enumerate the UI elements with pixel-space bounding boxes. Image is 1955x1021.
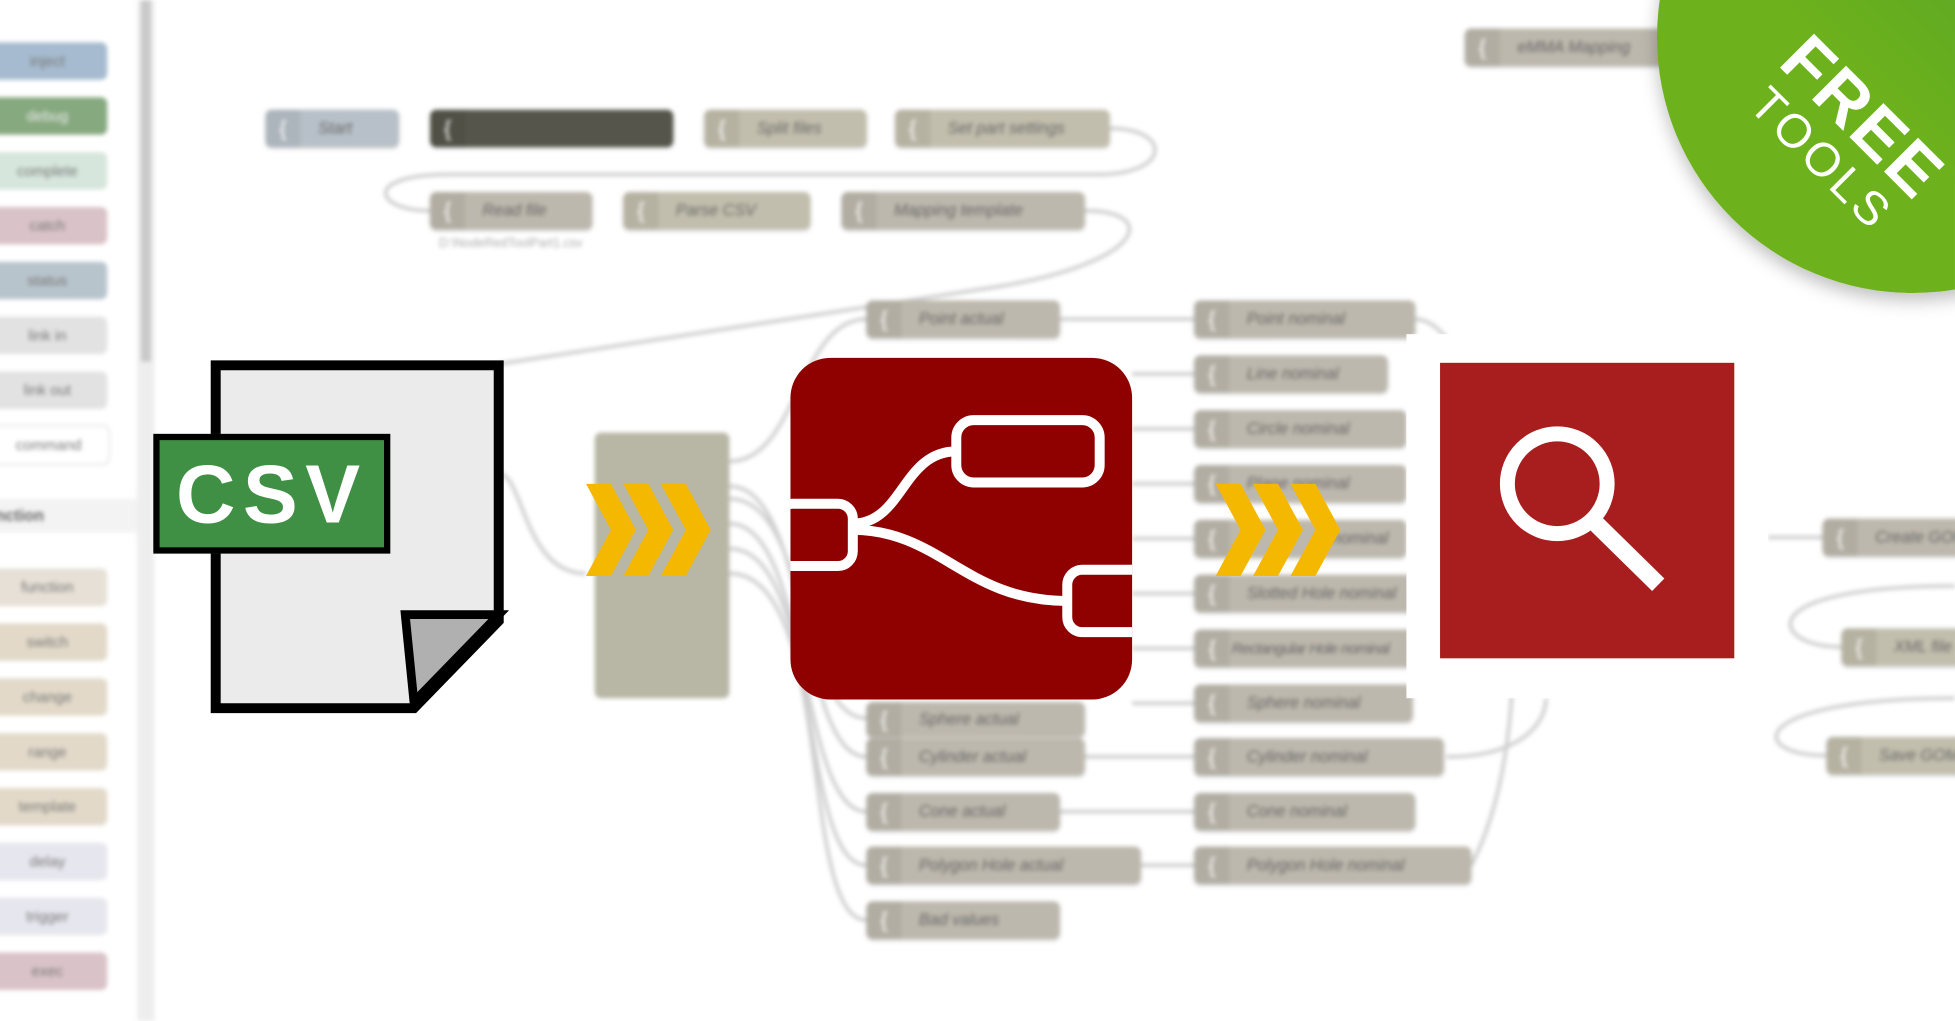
flow-node-split-files[interactable]: Split files [704, 109, 867, 148]
inspect-tool-icon [1406, 334, 1768, 699]
flow-node-actual[interactable]: Point actual [866, 300, 1060, 338]
arrow-chevrons-icon [585, 483, 711, 577]
palette-section-header[interactable]: function [0, 498, 138, 533]
node-red-logo [773, 357, 1160, 700]
palette-node[interactable]: trigger [0, 897, 108, 936]
flow-node-nominal[interactable]: Slotted Hole nominal [1194, 574, 1432, 613]
flow-node-nominal[interactable]: Cone nominal [1194, 792, 1416, 831]
palette-node[interactable]: delay [0, 842, 108, 881]
palette-node[interactable]: range [0, 733, 108, 771]
flow-node-nominal[interactable]: Rectangular Hole nominal [1194, 629, 1457, 668]
csv-label: CSV [153, 433, 391, 554]
flow-node-nominal[interactable]: Point nominal [1194, 300, 1416, 338]
arrow-chevrons-icon [1215, 483, 1341, 577]
palette-node[interactable]: catch [0, 206, 108, 245]
switch-node[interactable] [594, 432, 730, 699]
palette-node[interactable]: change [0, 678, 108, 716]
flow-node-bad-values[interactable]: Bad values [866, 901, 1060, 939]
flow-node-save[interactable]: Save GOM [1826, 736, 1955, 775]
flow-node-actual[interactable]: Polygon Hole actual [866, 846, 1141, 884]
csv-file-icon: CSV [150, 359, 512, 727]
flow-node-xml-file[interactable]: XML file [1841, 628, 1955, 666]
flow-node-mapping-template[interactable]: Mapping template [841, 192, 1085, 230]
palette-node[interactable]: exec [0, 952, 108, 990]
palette-node[interactable]: debug [0, 97, 108, 135]
flow-node-nominal[interactable]: Sphere nominal [1194, 684, 1413, 722]
flow-node-set-part-settings[interactable]: Set part settings [895, 109, 1110, 148]
palette-node[interactable]: function [0, 568, 108, 606]
flow-node-emma-mapping[interactable]: eMMA Mapping [1464, 28, 1665, 67]
palette-node[interactable]: switch [0, 623, 108, 661]
flow-node-nominal[interactable]: Circle nominal [1194, 410, 1407, 448]
flow-node-nominal[interactable]: Line nominal [1194, 355, 1388, 393]
flow-node-start[interactable]: Start [265, 109, 399, 148]
flow-node-actual[interactable]: Cone actual [866, 792, 1060, 831]
flow-node-nominal[interactable]: Polygon Hole nominal [1194, 846, 1472, 884]
palette-node[interactable]: command [0, 425, 110, 466]
flow-node-parse-csv[interactable]: Parse CSV [623, 192, 811, 230]
flow-node-actual[interactable]: Sphere actual [866, 701, 1085, 740]
flow-node-create[interactable]: Create GOM [1822, 518, 1955, 557]
palette-scrollbar[interactable] [137, 0, 155, 1021]
flow-node-read-file[interactable]: Read file [430, 192, 593, 230]
palette-node[interactable]: status [0, 261, 108, 300]
palette-node[interactable]: template [0, 787, 108, 826]
palette-node[interactable]: complete [0, 152, 108, 190]
flow-node-actual[interactable]: Cylinder actual [866, 738, 1085, 776]
flow-node[interactable] [430, 109, 674, 148]
palette-node[interactable]: inject [0, 42, 108, 80]
file-path-caption: D:\NodeRedToolPart1.csv [438, 236, 583, 251]
magnifier-icon [1499, 426, 1665, 591]
flow-node-nominal[interactable]: Cylinder nominal [1194, 738, 1444, 776]
palette-node[interactable]: link out [0, 371, 108, 409]
palette-node[interactable]: link in [0, 316, 108, 355]
